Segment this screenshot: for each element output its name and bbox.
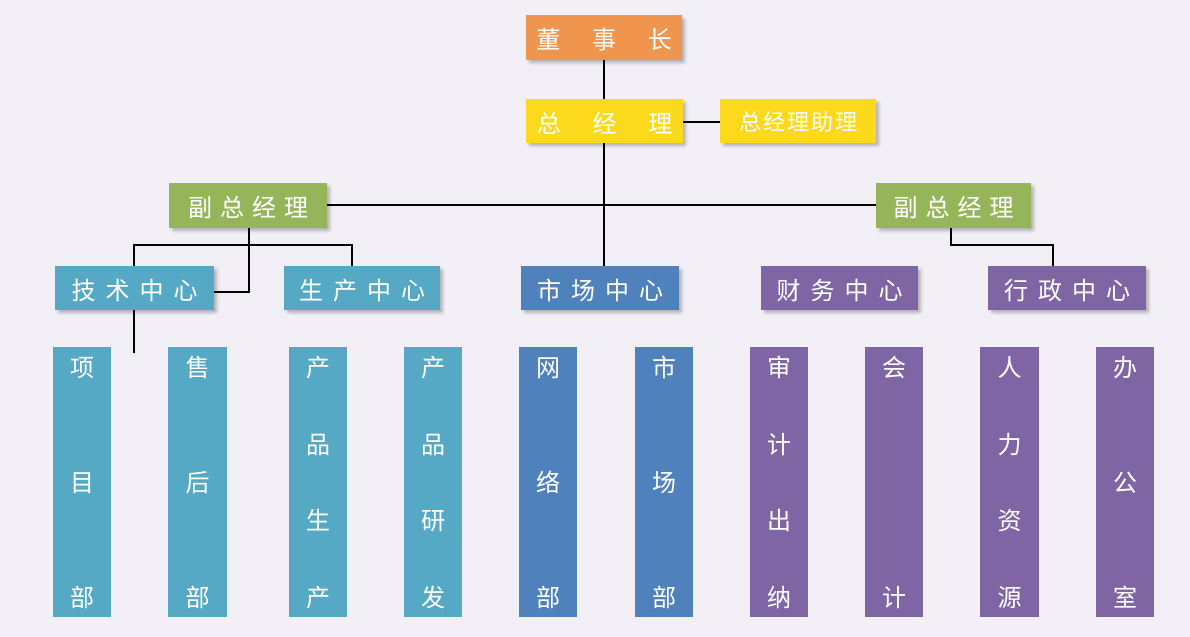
- dept-market: 市 场 部: [635, 347, 693, 617]
- admin-center-box: 行政中心: [988, 266, 1146, 310]
- dept-network: 网 络 部: [519, 347, 577, 617]
- line-vice-left-tech: [133, 228, 250, 266]
- dept-human-resources: 人 力 资 源: [980, 347, 1039, 617]
- tech-center-box: 技术中心: [55, 266, 214, 310]
- dept-office: 办 公 室: [1096, 347, 1154, 617]
- dept-audit-cashier: 审 计 出 纳: [750, 347, 808, 617]
- vice-gm-left-box: 副总经理: [169, 183, 327, 228]
- dept-product-rd: 产 品 研 发: [404, 347, 462, 617]
- dept-accounting: 会 计: [865, 347, 923, 617]
- gm-assistant-box: 总经理助理: [720, 99, 876, 143]
- finance-center-box: 财务中心: [761, 266, 918, 310]
- production-center-box: 生产中心: [284, 266, 440, 310]
- market-center-box: 市场中心: [521, 266, 679, 310]
- dept-project: 项 目 部: [53, 347, 111, 617]
- line-vice-left-prod: [249, 244, 353, 266]
- dept-product-production: 产 品 生 产: [289, 347, 347, 617]
- line-vice-right-admin: [950, 228, 1054, 266]
- vice-gm-right-box: 副总经理: [876, 183, 1031, 228]
- line-vice-left-tech-side: [214, 245, 250, 293]
- general-manager-box: 总 经 理: [526, 99, 683, 143]
- chairman-box: 董 事 长: [526, 15, 682, 60]
- dept-after-sales: 售 后 部: [168, 347, 227, 617]
